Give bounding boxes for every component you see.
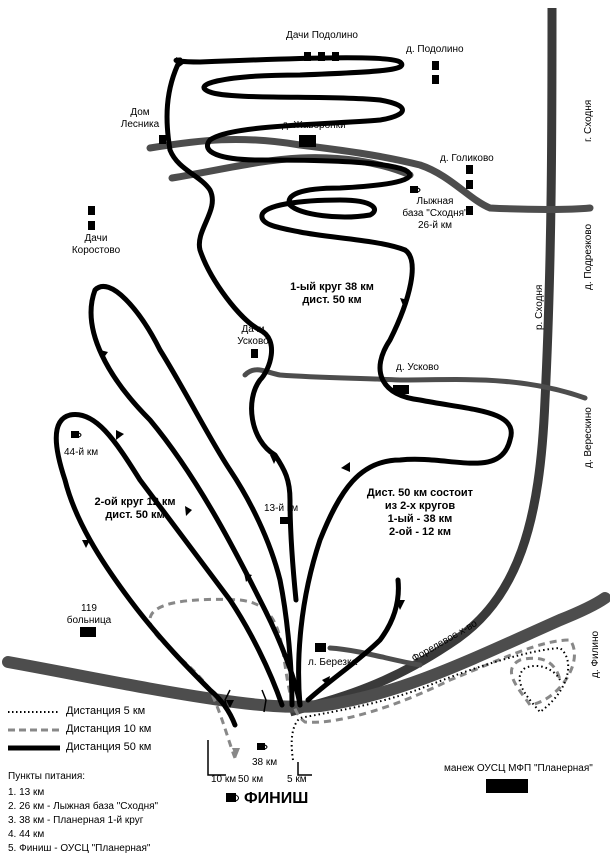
label-km10: 10 км xyxy=(211,774,237,785)
label-manezh: манеж ОУСЦ МФП "Планерная" xyxy=(444,763,593,774)
label-km50: 50 км xyxy=(238,774,264,785)
label-km38: 38 км xyxy=(252,757,278,768)
legend-5km: Дистанция 5 км xyxy=(66,705,146,717)
direction-arrows xyxy=(82,57,408,708)
food-point-item: 3. 38 км - Планерная 1-й круг xyxy=(8,815,144,826)
legend-swatches xyxy=(8,711,60,751)
label-g-skhodnya: г. Сходня xyxy=(583,99,594,142)
building xyxy=(299,135,316,147)
building xyxy=(80,627,96,637)
label-r-skhodnya: р. Сходня xyxy=(534,284,545,330)
label-bolnitsa: 119 больница xyxy=(66,603,112,626)
arrow-10km-finish xyxy=(232,748,240,758)
label-km5: 5 км xyxy=(287,774,307,785)
label-km44: 44-й км xyxy=(64,447,99,458)
building xyxy=(432,61,439,70)
building xyxy=(432,75,439,84)
label-km13: 13-й км xyxy=(264,503,299,514)
river-skhodnya xyxy=(288,7,557,717)
label-dom-lesnika: Дом Лесника xyxy=(120,107,160,130)
label-dachi-uskovo: Дачи Усково xyxy=(237,324,269,347)
label-d-golikovo: д. Голиково xyxy=(440,153,494,164)
label-d-uskovo: д. Усково xyxy=(396,362,439,373)
building xyxy=(88,206,95,215)
building xyxy=(251,349,258,358)
route-10km xyxy=(148,597,576,759)
food-point-item: 2. 26 км - Лыжная база "Сходня" xyxy=(8,801,159,812)
cup-icons xyxy=(71,186,421,802)
food-point-item: 4. 44 км xyxy=(8,829,45,840)
food-point-item: 5. Финиш - ОУСЦ "Планерная" xyxy=(8,843,151,854)
food-point-item: 1. 13 км xyxy=(8,787,45,798)
building xyxy=(466,165,473,174)
label-d-podreskovo: д. Подрезково xyxy=(583,223,594,290)
label-d-zhavoronki: д. Жаворонки xyxy=(282,120,346,131)
building xyxy=(466,180,473,189)
label-dachi-korostovo: Дачи Коростово xyxy=(71,233,121,256)
building xyxy=(159,135,166,144)
label-d-vereskino: д. Верескино xyxy=(583,407,594,468)
label-d-podolino: д. Подолино xyxy=(406,44,464,55)
building xyxy=(486,779,528,793)
label-finish: ФИНИШ xyxy=(244,790,309,807)
label-dachi-podolino: Дачи Подолино xyxy=(286,30,358,41)
legend-10km: Дистанция 10 км xyxy=(66,723,152,735)
building xyxy=(466,206,473,215)
building xyxy=(315,643,326,652)
building xyxy=(304,52,311,61)
label-l-berezka: л. Березка xyxy=(308,657,358,668)
building xyxy=(332,52,339,61)
building xyxy=(88,221,95,230)
label-d-filino: д. Филино xyxy=(590,630,601,678)
bracket-marks xyxy=(207,689,312,776)
route-5km xyxy=(290,646,570,761)
legend-50km: Дистанция 50 км xyxy=(66,741,152,753)
food-points-title: Пункты питания: xyxy=(8,771,86,782)
label-lyzhnaya-baza: Лыжная база "Сходня" 26-й км xyxy=(402,196,468,231)
building xyxy=(318,52,325,61)
building xyxy=(393,385,409,394)
